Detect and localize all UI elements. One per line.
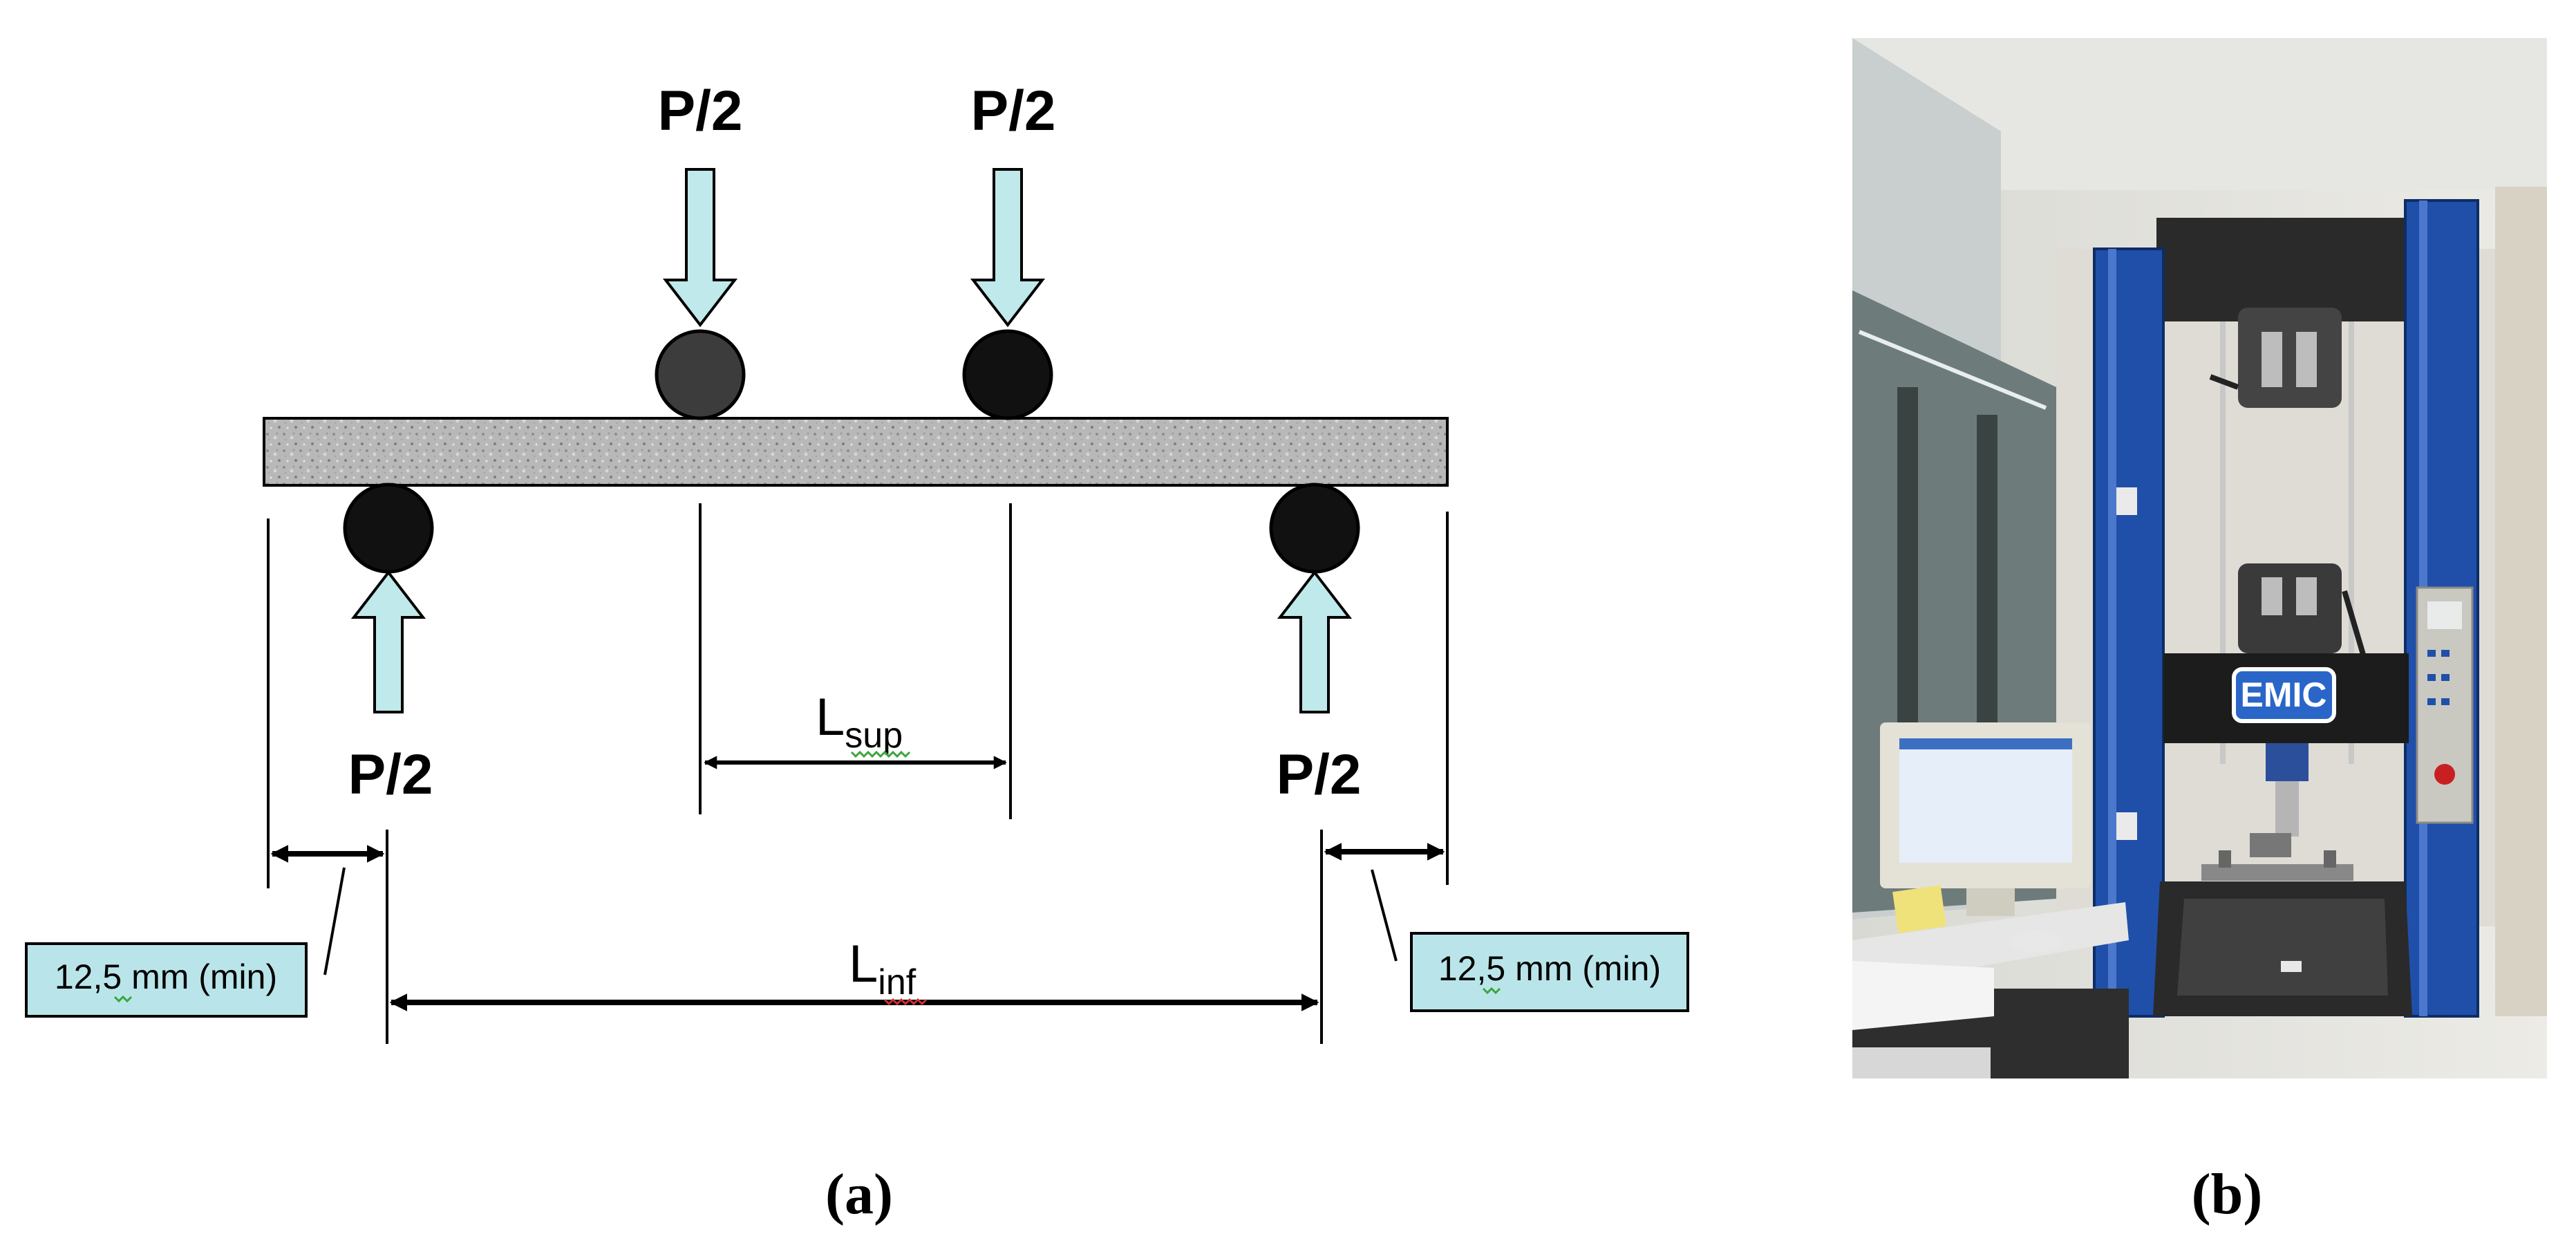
leader-line-right [1371,869,1398,962]
overhang-label-right: 12,5 mm (min) [1438,949,1661,988]
overhang-underline-right [1482,987,1501,995]
load-arrow-down-left [662,168,738,328]
caption-a: (a) [825,1162,893,1226]
load-label-bottom-left: P/2 [348,743,433,806]
load-arrow-down-right [970,168,1046,328]
lower-support-left [343,483,434,574]
reaction-arrow-up-right [1277,570,1353,713]
machine-crosshead-top [2156,218,2426,321]
leader-line-left [323,867,346,975]
load-label-top-left: P/2 [657,80,742,142]
bending-schematic: P/2 P/2 P/2 P/2 Lsup Linf 12,5 mm (min) … [25,80,1689,1226]
machine-column-left [2093,247,2165,1018]
lsup-label: Lsup [816,688,903,756]
upper-roller-right [962,329,1053,420]
lower-support-right [1269,483,1360,574]
linf-label: Linf [849,935,916,1002]
caption-b: (b) [2192,1162,2263,1226]
overhang-box-right [1410,932,1689,1012]
upper-roller-left [655,329,746,420]
overhang-underline-left [113,995,133,1003]
beam-specimen [263,417,1449,487]
overhang-box-left [25,942,308,1018]
testing-machine-photo: EMIC (b) [1852,38,2547,1226]
overhang-label-left: 12,5 mm (min) [55,957,277,996]
load-label-bottom-right: P/2 [1276,743,1361,806]
machine-logo: EMIC [2241,675,2327,714]
load-label-top-right: P/2 [970,80,1055,142]
upper-grip [2238,308,2342,408]
reaction-arrow-up-left [350,570,426,713]
lower-grip [2238,563,2342,653]
linf-underline [883,998,928,1006]
lsup-underline [850,750,911,758]
